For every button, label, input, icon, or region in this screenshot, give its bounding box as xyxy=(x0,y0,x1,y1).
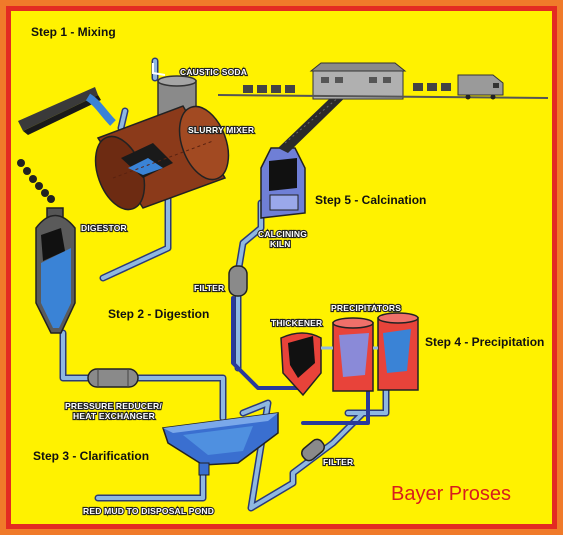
train-locomotive xyxy=(457,74,504,100)
step-3-label: Step 3 - Clarification xyxy=(33,449,149,463)
filter-top-unit xyxy=(228,265,248,297)
calcining-kiln xyxy=(260,147,306,219)
thickener-label: THICKENER xyxy=(271,318,322,328)
precipitator-tanks xyxy=(321,312,419,392)
kiln-label: KILN xyxy=(270,239,291,249)
ore-stream xyxy=(85,93,116,126)
caustic-soda-label: CAUSTIC SODA xyxy=(180,67,247,77)
filter-top-label: FILTER xyxy=(194,283,224,293)
heat-exchanger-label: HEAT EXCHANGER xyxy=(73,411,155,421)
step-1-label: Step 1 - Mixing xyxy=(31,25,116,39)
filter-bottom-label: FILTER xyxy=(323,457,353,467)
slurry-mixer xyxy=(94,105,230,211)
storage-building xyxy=(309,62,407,100)
diagram-canvas: Step 1 - Mixing Step 2 - Digestion Step … xyxy=(6,6,557,529)
step-4-label: Step 4 - Precipitation xyxy=(425,335,544,349)
step-2-label: Step 2 - Digestion xyxy=(108,307,209,321)
clarifier-tank xyxy=(162,412,279,476)
pipe-network xyxy=(59,57,390,512)
bayer-process-diagram: Step 1 - Mixing Step 2 - Digestion Step … xyxy=(17,25,549,517)
heat-exchanger xyxy=(87,368,139,388)
stage-mixing xyxy=(18,63,230,211)
precipitators-label: PRECIPITATORS xyxy=(331,303,401,313)
thickener-tank xyxy=(280,332,322,397)
chain-conveyor xyxy=(17,159,55,203)
digestor-vessel xyxy=(35,207,76,334)
conveyor-belt-input xyxy=(18,87,101,135)
pressure-reducer-label: PRESSURE REDUCER/ xyxy=(65,401,162,411)
calcining-label: CALCINING xyxy=(258,229,307,239)
filter-bottom-unit xyxy=(301,438,325,462)
digestor-label: DIGESTOR xyxy=(81,223,127,233)
red-mud-label: RED MUD TO DISPOSAL POND xyxy=(83,506,214,516)
step-5-label: Step 5 - Calcination xyxy=(315,193,426,207)
watermark-title: Bayer Proses xyxy=(391,483,511,505)
slurry-mixer-label: SLURRY MIXER xyxy=(188,125,254,135)
